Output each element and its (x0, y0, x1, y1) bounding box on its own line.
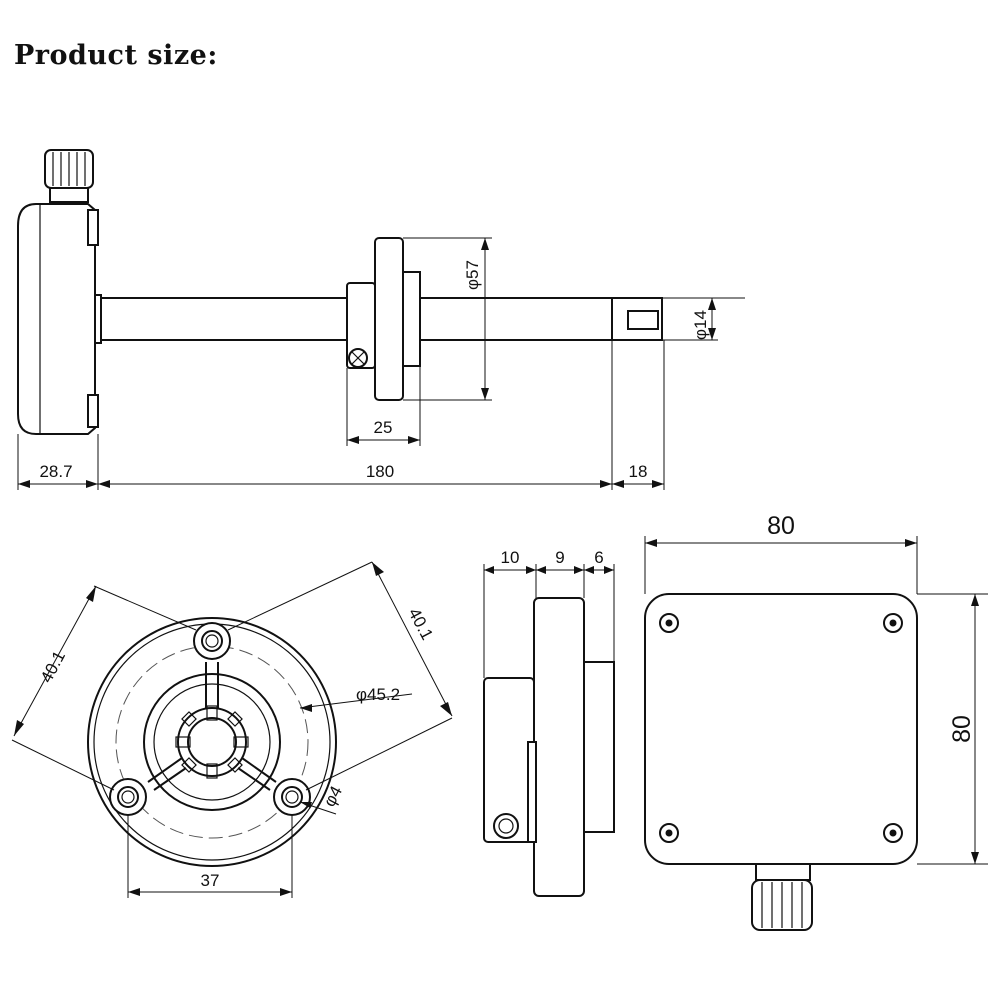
screw-hole (659, 823, 679, 843)
dim-tip-length: 18 (629, 462, 648, 481)
dim-flange-diameter: φ57 (463, 260, 482, 290)
housing-side (17, 203, 96, 435)
housing-front-view: 80 80 (644, 512, 988, 931)
mounting-flange-side (346, 237, 421, 401)
dim-hole-spacing: 37 (201, 871, 220, 890)
bolt-hole (273, 778, 311, 816)
cable-gland-top (44, 149, 94, 203)
dim-housing-d2: 9 (555, 548, 564, 567)
dim-housing-d3: 6 (594, 548, 603, 567)
screw-hole (659, 613, 679, 633)
side-view: 28.7 180 18 25 φ57 φ14 (17, 149, 745, 490)
spline-teeth (175, 705, 249, 779)
flange-front-view: 40.1 40.1 φ45.2 φ4 37 (11, 561, 453, 898)
dim-housing-depth: 28.7 (39, 462, 72, 481)
dim-bolt-circle: φ45.2 (356, 685, 400, 704)
screw-hole (883, 823, 903, 843)
dim-housing-height: 80 (948, 715, 976, 743)
page-title: Product size: (14, 40, 218, 71)
dim-housing-d1: 10 (501, 548, 520, 567)
dim-hole-diameter: φ4 (320, 783, 346, 810)
bolt-hole (193, 622, 231, 660)
screw-hole (883, 613, 903, 633)
dim-side-left: 40.1 (37, 648, 69, 686)
dim-side-right: 40.1 (404, 605, 436, 643)
housing-side-view: 10 9 6 (483, 548, 615, 897)
dim-housing-width: 80 (767, 512, 795, 540)
dim-probe-length: 180 (366, 462, 394, 481)
cable-gland-bottom (751, 863, 813, 931)
dim-probe-diameter: φ14 (691, 310, 710, 340)
dim-flange-width: 25 (374, 418, 393, 437)
bolt-hole (109, 778, 147, 816)
